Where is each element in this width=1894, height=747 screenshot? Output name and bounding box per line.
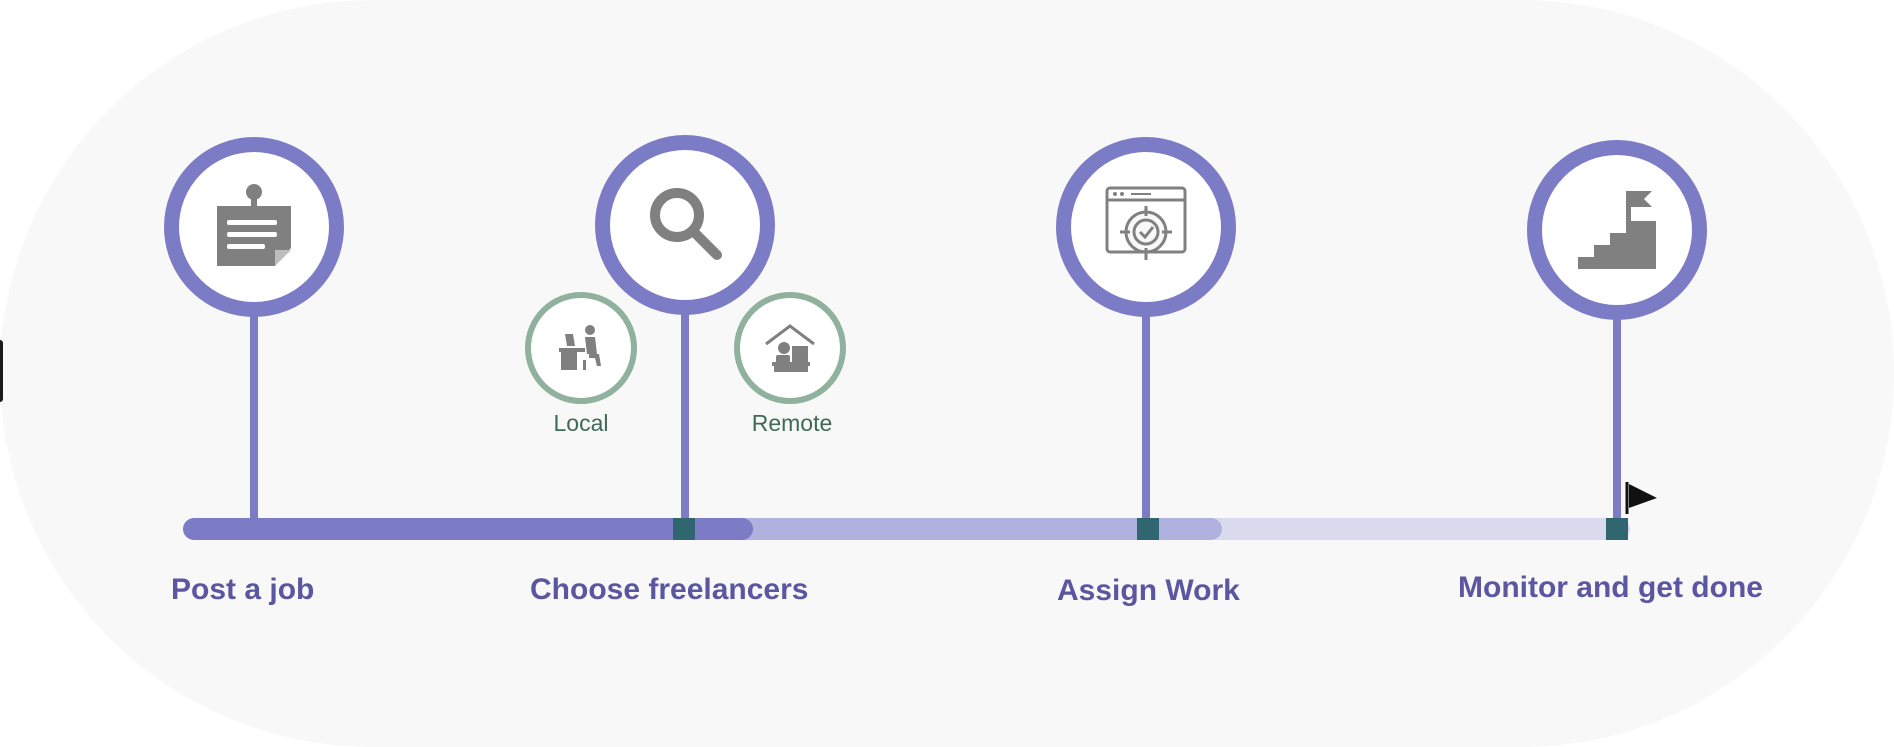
stem-assign-work (1142, 300, 1150, 522)
track-node-choose-freelancers (673, 518, 695, 540)
desk-worker-icon (559, 325, 601, 370)
step-label-monitor: Monitor and get done (1458, 571, 1763, 604)
home-worker-icon (765, 324, 815, 372)
step-label-assign-work: Assign Work (1057, 574, 1240, 607)
search-icon (650, 188, 722, 260)
stem-post-a-job (250, 300, 258, 522)
progress-track-segment-3 (1170, 518, 1630, 540)
step-label-post-a-job: Post a job (171, 573, 315, 606)
progress-track-segment-2 (690, 518, 1222, 540)
option-circle-remote (734, 292, 846, 404)
track-node-monitor (1606, 518, 1628, 540)
track-node-assign-work (1137, 518, 1159, 540)
step-circle-post-a-job (164, 137, 344, 317)
job-board-icon (217, 184, 291, 266)
step-circle-monitor (1527, 140, 1707, 320)
stairs-flag-icon (1578, 191, 1656, 269)
target-window-icon (1105, 186, 1187, 260)
flag-icon (1625, 482, 1657, 514)
edge-mark (0, 340, 3, 402)
option-circle-local (525, 292, 637, 404)
step-circle-choose-freelancers (595, 135, 775, 315)
option-label-local: Local (553, 410, 609, 436)
step-label-choose-freelancers: Choose freelancers (530, 573, 809, 606)
stem-monitor (1613, 300, 1621, 522)
option-label-remote: Remote (751, 410, 833, 436)
stem-choose-freelancers (681, 300, 689, 522)
step-circle-assign-work (1056, 137, 1236, 317)
progress-track-segment-1 (183, 518, 753, 540)
